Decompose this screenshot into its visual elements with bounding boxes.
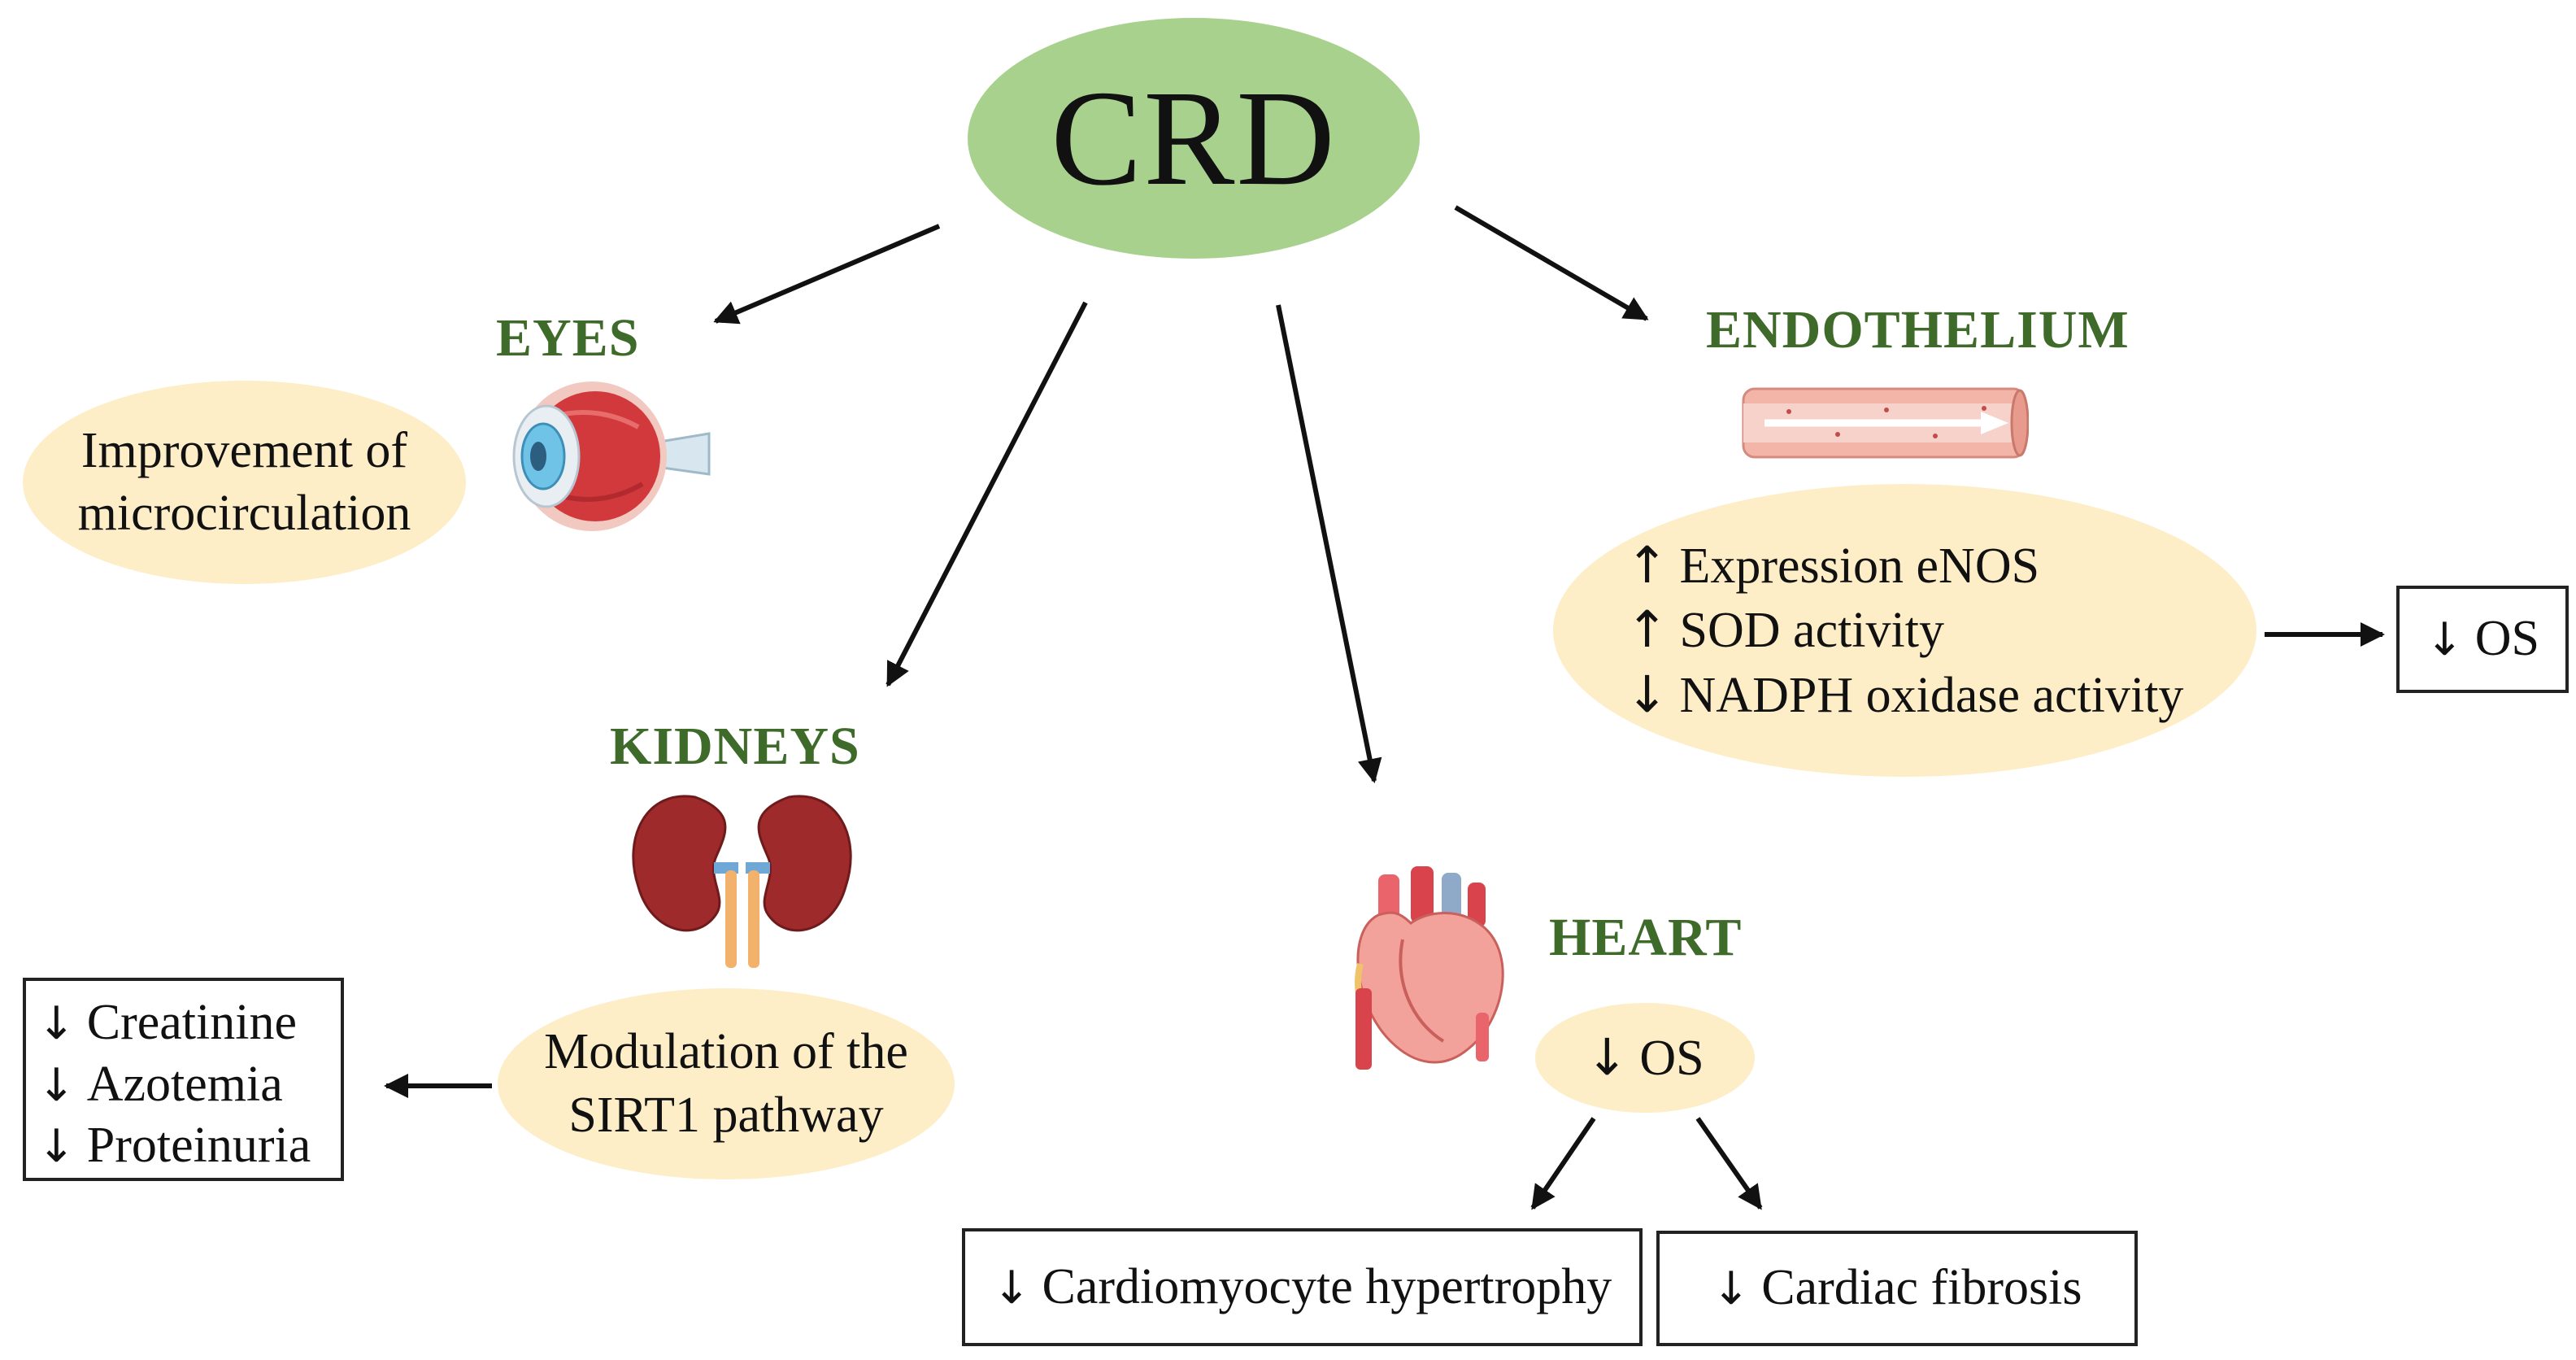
kidneys-outcome-3-text: Proteinuria [86, 1118, 311, 1174]
up-arrow-icon: ↑ [1625, 534, 1669, 595]
endothelium-title: ENDOTHELIUM [1706, 300, 2130, 360]
kidneys-outcome-box: ↓ Creatinine ↓ Azotemia ↓ Proteinuria [23, 978, 344, 1181]
arrow-heart-to-hypertrophy [1530, 1117, 1596, 1210]
down-arrow-icon: ↓ [37, 1120, 76, 1174]
arrow-heart-to-fibrosis [1695, 1117, 1763, 1210]
heart-effect-text: OS [1639, 1030, 1704, 1086]
kidneys-effect-ellipse: Modulation of the SIRT1 pathway [498, 988, 955, 1179]
kidneys-icon [632, 795, 852, 968]
kidneys-outcome-1: ↓ Creatinine [37, 992, 297, 1054]
endothelium-outcome-text: OS [2474, 611, 2540, 667]
kidneys-effect-line-2: SIRT1 pathway [568, 1087, 884, 1143]
down-arrow-icon: ↓ [2425, 613, 2464, 667]
heart-outcome-fibrosis-text: Cardiac fibrosis [1761, 1260, 2082, 1316]
down-arrow-icon: ↓ [992, 1261, 1031, 1314]
up-arrow-icon: ↑ [1625, 599, 1669, 660]
eyes-effect-ellipse: Improvement of microcirculation [23, 381, 466, 584]
root-label: CRD [1051, 62, 1337, 214]
kidneys-outcome-3: ↓ Proteinuria [37, 1115, 311, 1177]
down-arrow-icon: ↓ [1586, 1027, 1629, 1087]
eyes-title: EYES [496, 308, 640, 368]
eyes-effect-line-2: microcirculation [77, 486, 411, 541]
heart-title: HEART [1549, 908, 1743, 967]
heart-outcome-fibrosis-box: ↓ Cardiac fibrosis [1656, 1231, 2138, 1346]
kidneys-outcome-2-text: Azotemia [86, 1056, 283, 1112]
endothelium-outcome-box: ↓ OS [2396, 586, 2569, 693]
endothelium-effect-2-text: SOD activity [1679, 603, 1944, 659]
kidneys-effect-line-1: Modulation of the [544, 1024, 908, 1079]
down-arrow-icon: ↓ [1712, 1262, 1751, 1316]
arrow-crd-to-eyes [713, 224, 941, 325]
kidneys-title: KIDNEYS [610, 717, 860, 776]
kidneys-outcome-1-text: Creatinine [86, 995, 297, 1050]
heart-outcome-hypertrophy-text: Cardiomyocyte hypertrophy [1042, 1258, 1612, 1314]
down-arrow-icon: ↓ [37, 997, 76, 1050]
heart-icon [1355, 866, 1504, 1070]
endothelium-effect-3: ↓ NADPH oxidase activity [1626, 663, 2184, 728]
arrow-crd-to-kidneys [886, 301, 1088, 687]
arrow-crd-to-endothelium [1454, 205, 1649, 321]
endothelium-effect-1-text: Expression eNOS [1679, 538, 2040, 594]
heart-outcome-hypertrophy-box: ↓ Cardiomyocyte hypertrophy [962, 1228, 1643, 1346]
down-arrow-icon: ↓ [37, 1058, 76, 1112]
blood-vessel-icon [1742, 387, 2029, 459]
kidneys-outcome-2: ↓ Azotemia [37, 1054, 283, 1116]
heart-effect-ellipse: ↓ OS [1535, 1003, 1755, 1113]
endothelium-effect-2: ↑ SOD activity [1626, 598, 1944, 663]
arrow-crd-to-heart [1276, 304, 1382, 783]
root-node: CRD [968, 18, 1420, 259]
eye-icon [512, 381, 711, 531]
endothelium-effect-ellipse: ↑ Expression eNOS ↑ SOD activity ↓ NADPH… [1553, 484, 2256, 777]
endothelium-effect-1: ↑ Expression eNOS [1626, 534, 2040, 599]
endothelium-effect-3-text: NADPH oxidase activity [1679, 667, 2184, 723]
down-arrow-icon: ↓ [1625, 664, 1669, 724]
eyes-effect-line-1: Improvement of [80, 422, 408, 478]
